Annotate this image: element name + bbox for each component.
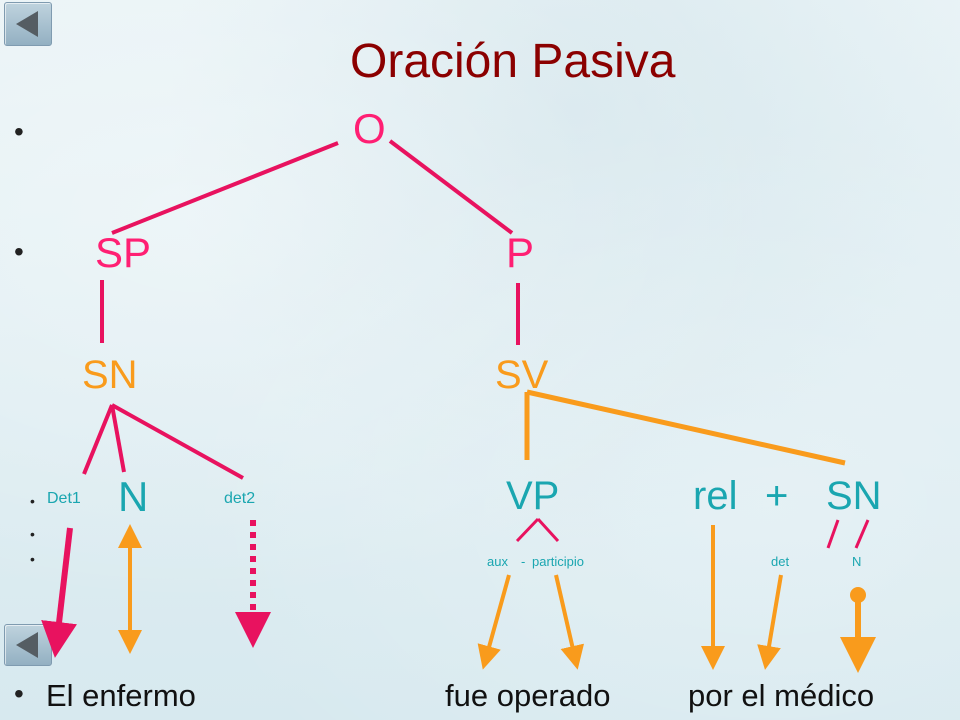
line-vp-aux xyxy=(515,517,540,543)
line-sv-sn xyxy=(526,389,846,466)
arrow-det xyxy=(757,574,783,670)
node-n: N xyxy=(118,473,149,520)
node-vp: VP xyxy=(506,474,560,518)
arrow-det1 xyxy=(41,527,77,658)
sentence-agent: por el médico xyxy=(688,678,875,713)
line-sn-det2 xyxy=(111,403,244,480)
node-aux: aux xyxy=(487,554,508,569)
line-o-p xyxy=(388,139,514,235)
arrow-aux xyxy=(477,574,511,670)
line-sn-det1 xyxy=(82,404,114,475)
back-arrow-icon xyxy=(16,632,38,658)
node-det1: Det1 xyxy=(47,490,81,507)
sentence-verb: fue operado xyxy=(445,678,611,713)
node-n2: N xyxy=(852,554,862,569)
bullet: • xyxy=(30,526,35,542)
sentence-subject: El enfermo xyxy=(46,678,196,713)
line-sn2-det xyxy=(826,519,840,549)
line-o-sp xyxy=(111,141,339,235)
node-dash: - xyxy=(521,554,526,569)
node-sn2: SN xyxy=(826,474,882,518)
node-o: O xyxy=(353,105,386,152)
bullet: • xyxy=(14,236,24,267)
arrow-participio xyxy=(554,574,585,670)
node-det2: det2 xyxy=(224,490,256,507)
node-sv: SV xyxy=(495,353,549,397)
line-sn2-n xyxy=(854,519,870,549)
back-button-top[interactable] xyxy=(4,2,52,46)
line-sn-n xyxy=(110,404,126,473)
bullet: • xyxy=(30,493,35,509)
node-plus: + xyxy=(765,474,789,518)
node-rel: rel xyxy=(693,474,738,518)
node-det: det xyxy=(771,554,790,569)
node-p: P xyxy=(506,229,535,276)
node-sp: SP xyxy=(95,229,152,276)
node-participio: participio xyxy=(532,554,585,569)
bullet: • xyxy=(14,116,24,147)
dot-n xyxy=(850,587,866,603)
node-sn: SN xyxy=(82,353,138,397)
back-arrow-icon xyxy=(16,11,38,37)
bullet: • xyxy=(14,678,24,709)
line-vp-participio xyxy=(536,517,560,543)
bullet: • xyxy=(30,551,35,567)
slide-title: Oración Pasiva xyxy=(350,35,676,88)
